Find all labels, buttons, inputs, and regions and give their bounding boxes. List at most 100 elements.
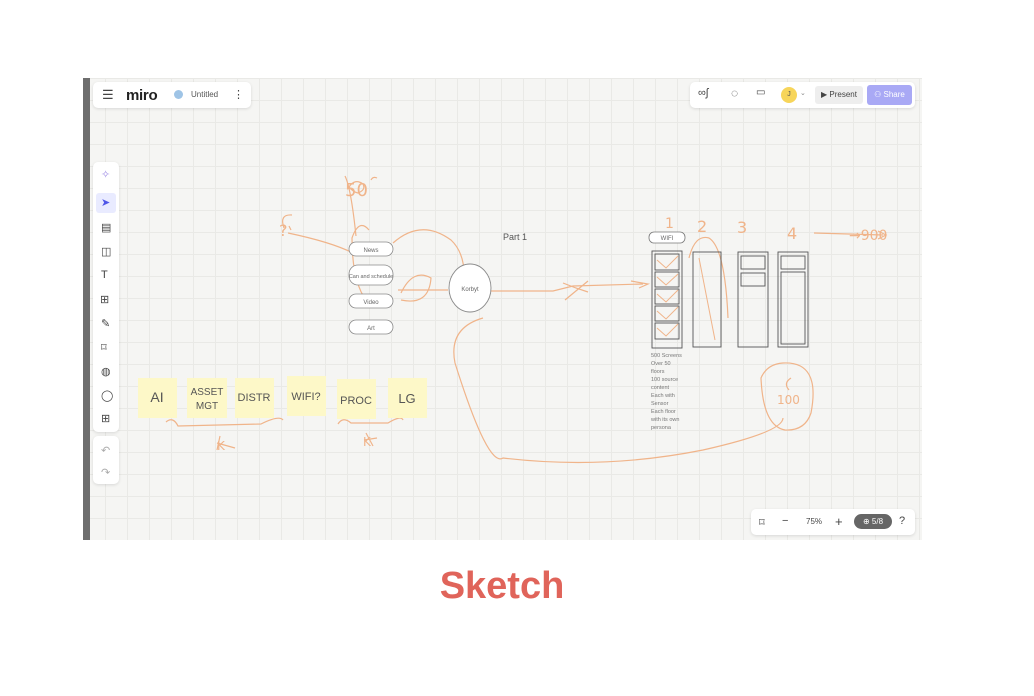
avatar[interactable]: J [781,87,797,103]
building-column-4 [777,251,809,348]
caption: Sketch [439,565,565,607]
building-column-1 [651,250,683,349]
hamburger-icon[interactable]: ☰ [102,87,114,102]
checkmark-strokes [656,255,679,337]
help-icon[interactable]: ? [899,515,906,527]
board-status-icon [174,90,183,99]
note-line: Each floor [651,409,676,415]
sticky-note-text: WIFI? [291,391,320,403]
note-line: content [651,385,670,391]
building-column-3 [737,251,769,348]
zoom-in-icon[interactable]: + [835,514,843,529]
sticky-note-text: LG [398,391,415,406]
undo-icon[interactable]: ↶ [101,445,111,457]
handwritten-text: K [363,435,372,449]
zoom-level[interactable]: 75% [806,517,823,526]
pill-can-schedule[interactable] [348,264,394,286]
page-count: 5/8 [871,517,884,526]
palette-icon[interactable]: ◍ [101,366,111,378]
pill-label: Video [363,300,379,306]
korbyt-label: Korbyt [461,287,479,293]
reactions-icon[interactable]: ∞ʃ [698,87,709,99]
top-right-toolbar: ∞ʃ ◌ ▭ J ⌄ ▶ Present ⚇ Share [690,82,915,108]
vertical-dots-icon[interactable]: ⋮ [233,89,244,101]
crop-frame-icon[interactable]: ⌑ [101,342,107,354]
sticky-note[interactable] [388,378,427,418]
handwritten-text: 3 [737,218,747,237]
redo-icon[interactable]: ↷ [101,467,111,479]
present-label: Present [829,90,857,99]
sparkle-icon[interactable]: ✧ [101,169,111,181]
pill-list: News Can and schedule Video Art [348,241,394,335]
present-button[interactable]: ▶ Present [815,86,863,104]
note-line: 100 source [651,377,678,383]
sketch-strokes [165,175,888,464]
video-icon[interactable]: ▭ [756,87,766,98]
sticky-note-text: AI [150,389,163,405]
sticky-note[interactable] [138,378,177,418]
chat-icon[interactable]: ◌ [731,86,739,100]
undo-redo-toolbar: ↶ ↷ [93,436,119,484]
comment-icon[interactable]: ◯ [101,390,114,402]
board-canvas[interactable]: 50 ? 1 2 3 4 →900 100 K K News Can and s… [83,78,922,540]
select-active-bg [96,193,116,213]
pill-art[interactable] [348,319,394,335]
miro-board-screenshot: 50 ? 1 2 3 4 →900 100 K K News Can and s… [83,78,922,540]
handwritten-text: ? [279,221,288,240]
left-toolbar: ✧ ➤ ▤ ◫ T ⊞ ✎ ⌑ ◍ ◯ ⊞ [93,162,119,432]
handwritten-labels: 50 ? 1 2 3 4 →900 100 K K [217,180,887,453]
frame-icon[interactable]: ▤ [101,222,112,234]
note-line: 500 Screens [651,353,682,359]
sticky-note-icon[interactable]: ◫ [101,246,112,258]
fit-frame-icon[interactable]: ⌑ [759,517,765,529]
board-header: ☰ miro Untitled ⋮ [93,82,251,108]
sketch-stroke [698,257,716,341]
wifi-tag[interactable] [648,231,686,244]
part-label: Part 1 [503,232,527,242]
share-button[interactable]: ⚇ Share [867,85,912,105]
pen-icon[interactable]: ✎ [101,318,111,330]
sticky-note-text: DISTR [238,392,271,404]
note-line: with its own [650,417,679,423]
zoom-toolbar: ⌑ − 75% + ⊕ 5/8 ? [751,509,915,535]
handwritten-text: 1 [665,216,674,232]
select-icon[interactable]: ➤ [101,197,111,209]
note-line: Sensor [651,401,669,407]
handwritten-text: 100 [777,393,800,407]
text-icon[interactable]: T [101,269,108,281]
pill-label: Art [367,326,375,332]
wifi-tag-label: WIFI [661,236,674,242]
pill-label: News [363,248,378,254]
add-icon[interactable]: ⊞ [101,413,111,425]
screens-note: 500 Screens Over 50 floors 100 source co… [650,353,682,431]
handwritten-text: 4 [787,224,797,243]
pill-news[interactable] [348,241,394,257]
pill-label: Can and schedule [349,274,393,280]
note-line: floors [651,369,665,375]
building-columns [692,251,809,348]
sticky-note-text: PROC [340,395,372,407]
page-indicator[interactable]: ⊕ 5/8 [854,514,892,529]
sticky-note[interactable] [187,378,227,418]
handwritten-text: 50 [345,180,368,201]
pill-video[interactable] [348,293,394,309]
miro-logo: miro [126,87,158,104]
window-edge [83,78,90,540]
handwritten-text: K [217,439,226,453]
handwritten-text: 2 [697,217,707,236]
note-line: Each with [651,393,675,399]
shapes-icon[interactable]: ⊞ [100,294,110,306]
board-title[interactable]: Untitled [191,90,219,99]
note-line: persona [651,425,672,431]
building-column-2 [692,251,722,348]
zoom-out-icon[interactable]: − [782,515,789,527]
sticky-note[interactable] [337,379,376,419]
chevron-down-icon[interactable]: ⌄ [800,90,806,97]
share-label: Share [883,90,905,99]
sticky-note[interactable] [235,378,274,418]
korbyt-circle[interactable] [448,263,492,313]
handwritten-text: →900 [849,228,887,244]
sticky-note[interactable] [287,376,326,416]
